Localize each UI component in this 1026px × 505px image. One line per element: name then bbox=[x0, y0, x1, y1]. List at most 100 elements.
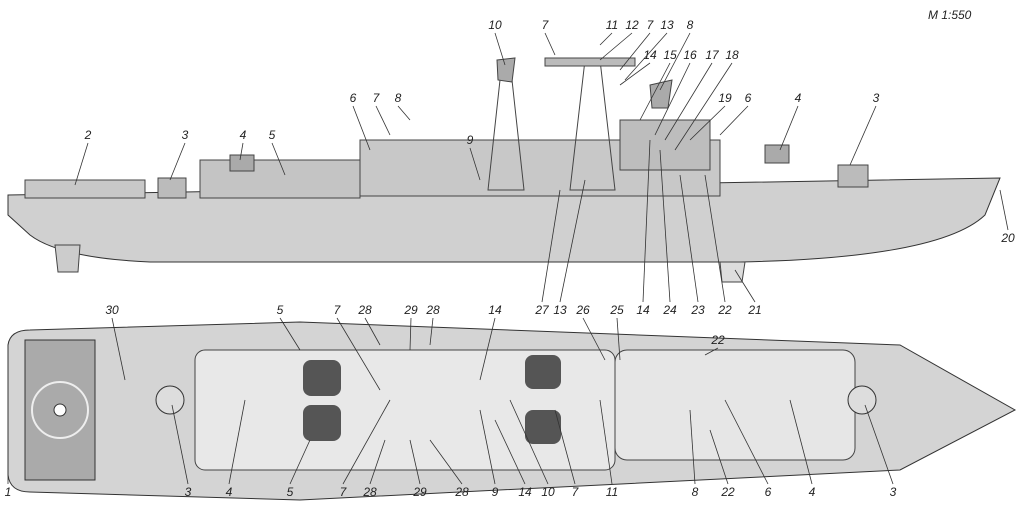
callout-8: 8 bbox=[691, 485, 699, 499]
leader-line bbox=[599, 32, 633, 61]
callout-23: 23 bbox=[691, 303, 705, 317]
leader-line bbox=[624, 32, 668, 81]
leader-line bbox=[659, 149, 671, 303]
leader-line bbox=[494, 32, 506, 66]
mast-yard bbox=[544, 57, 636, 67]
callout-22: 22 bbox=[711, 333, 725, 347]
callout-11: 11 bbox=[605, 485, 619, 499]
funnel-aft-1 bbox=[303, 360, 341, 396]
leader-line bbox=[429, 439, 463, 485]
callout-4: 4 bbox=[794, 91, 802, 105]
leader-line bbox=[336, 317, 381, 391]
callout-9: 9 bbox=[491, 485, 499, 499]
leader-line bbox=[171, 404, 189, 485]
launcher-aft bbox=[229, 154, 255, 172]
callout-28: 28 bbox=[426, 303, 440, 317]
leader-line bbox=[599, 399, 613, 485]
leader-line bbox=[375, 105, 391, 136]
funnel-fwd-1 bbox=[525, 355, 561, 389]
callout-9: 9 bbox=[466, 133, 474, 147]
callout-14: 14 bbox=[643, 48, 657, 62]
callout-6: 6 bbox=[349, 91, 357, 105]
callout-14: 14 bbox=[488, 303, 502, 317]
callout-28: 28 bbox=[358, 303, 372, 317]
callout-21: 21 bbox=[748, 303, 762, 317]
callout-13: 13 bbox=[553, 303, 567, 317]
leader-line bbox=[74, 142, 89, 186]
callout-7: 7 bbox=[571, 485, 579, 499]
callout-8: 8 bbox=[394, 91, 402, 105]
leader-line bbox=[279, 317, 301, 351]
leader-line bbox=[642, 139, 651, 303]
leader-line bbox=[239, 142, 244, 161]
leader-line bbox=[494, 419, 526, 485]
leader-line bbox=[271, 142, 286, 176]
callout-29: 29 bbox=[404, 303, 418, 317]
callout-19: 19 bbox=[718, 91, 732, 105]
leader-line bbox=[659, 32, 691, 91]
callout-14: 14 bbox=[636, 303, 650, 317]
plan-fwd-deck bbox=[614, 349, 856, 461]
leader-line bbox=[599, 32, 613, 46]
helipad-circle bbox=[31, 381, 89, 439]
callout-2: 2 bbox=[84, 128, 92, 142]
leader-line bbox=[544, 32, 556, 56]
scale-label: M 1:550 bbox=[928, 8, 972, 22]
callout-27: 27 bbox=[535, 303, 549, 317]
launcher-fwd bbox=[764, 144, 790, 164]
callout-28: 28 bbox=[455, 485, 469, 499]
callout-29: 29 bbox=[413, 485, 427, 499]
leader-line bbox=[999, 189, 1009, 231]
leader-line bbox=[479, 317, 496, 381]
callout-5: 5 bbox=[268, 128, 276, 142]
leader-line bbox=[734, 269, 756, 303]
leader-line bbox=[719, 105, 749, 136]
leader-line bbox=[679, 174, 699, 303]
leader-line bbox=[409, 439, 421, 485]
callout-10: 10 bbox=[488, 18, 502, 32]
bridge bbox=[619, 119, 711, 171]
callout-3: 3 bbox=[872, 91, 880, 105]
radar-antenna bbox=[496, 57, 516, 83]
leader-line bbox=[352, 105, 371, 151]
callout-25: 25 bbox=[610, 303, 624, 317]
callout-6: 6 bbox=[744, 91, 752, 105]
callout-14: 14 bbox=[518, 485, 532, 499]
leader-line bbox=[689, 409, 696, 485]
gun-turret-aft bbox=[157, 177, 187, 199]
leader-line bbox=[849, 105, 877, 166]
callout-28: 28 bbox=[363, 485, 377, 499]
callout-7: 7 bbox=[333, 303, 341, 317]
leader-line bbox=[582, 317, 606, 361]
superstructure-mid bbox=[199, 159, 361, 199]
leader-line bbox=[864, 404, 894, 485]
callout-15: 15 bbox=[663, 48, 677, 62]
callout-26: 26 bbox=[576, 303, 590, 317]
leader-line bbox=[789, 399, 813, 485]
callout-7: 7 bbox=[541, 18, 549, 32]
leader-line bbox=[619, 32, 651, 71]
callout-1: 1 bbox=[4, 485, 12, 499]
leader-line bbox=[228, 399, 246, 485]
callout-12: 12 bbox=[625, 18, 639, 32]
leader-line bbox=[541, 189, 561, 303]
leader-line bbox=[619, 62, 651, 86]
callout-10: 10 bbox=[541, 485, 555, 499]
leader-line bbox=[779, 105, 799, 151]
leader-line bbox=[409, 317, 412, 351]
callout-13: 13 bbox=[660, 18, 674, 32]
leader-line bbox=[479, 409, 496, 485]
callout-4: 4 bbox=[808, 485, 816, 499]
callout-11: 11 bbox=[605, 18, 619, 32]
callout-18: 18 bbox=[725, 48, 739, 62]
turret-plan-fwd bbox=[847, 385, 877, 415]
leader-line bbox=[429, 317, 434, 346]
callout-3: 3 bbox=[181, 128, 189, 142]
leader-line bbox=[639, 62, 671, 121]
leader-line bbox=[559, 179, 586, 303]
leader-line bbox=[111, 317, 126, 381]
side-hull bbox=[7, 177, 1001, 263]
callout-4: 4 bbox=[225, 485, 233, 499]
helipad-center bbox=[53, 403, 67, 417]
